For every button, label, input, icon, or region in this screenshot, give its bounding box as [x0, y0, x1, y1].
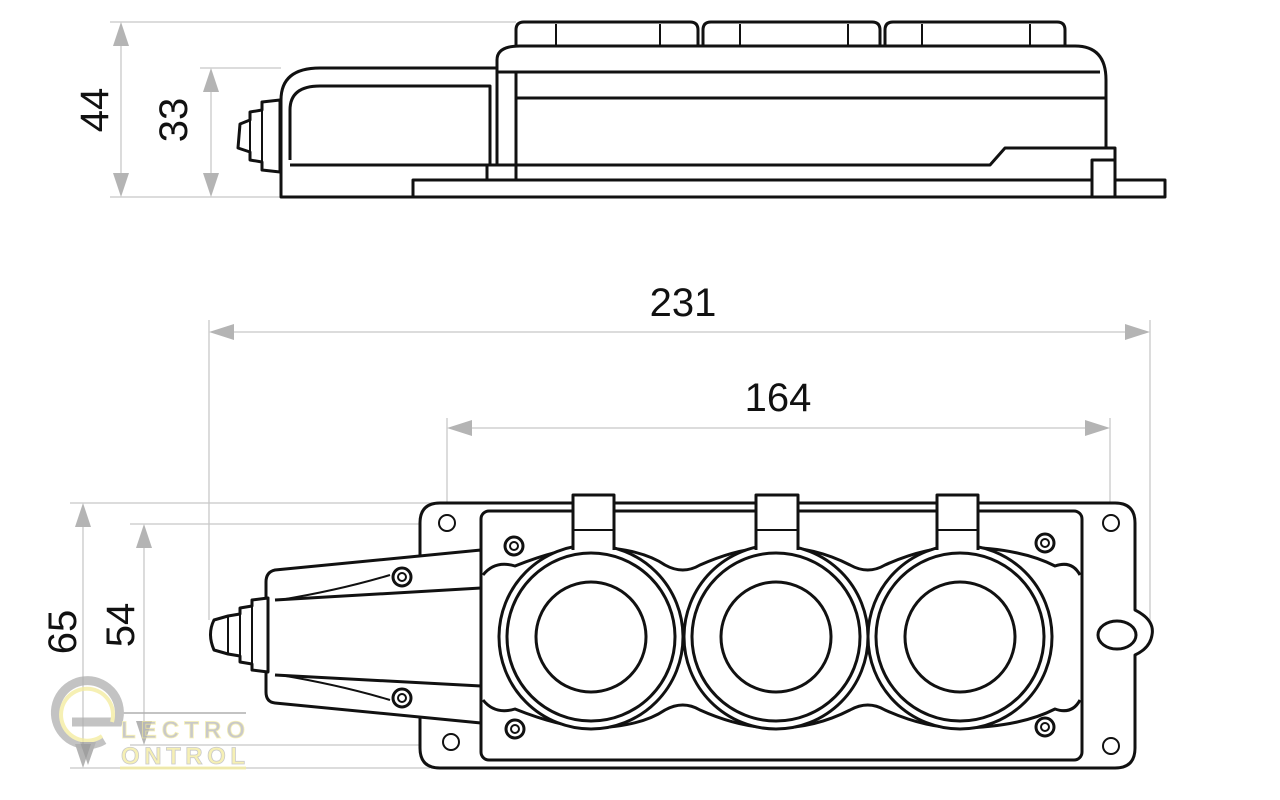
dimension-164: 164 — [745, 376, 812, 420]
dimension-44: 44 — [73, 88, 117, 133]
dimension-54: 54 — [99, 603, 143, 648]
dimension-231: 231 — [650, 281, 717, 325]
cable-housing — [264, 548, 483, 725]
side-view — [236, 20, 1167, 199]
logo-line2: ONTROL — [121, 743, 245, 770]
screws — [391, 532, 1056, 740]
side-dimensions: 44 33 — [73, 21, 516, 198]
dimension-65: 65 — [41, 610, 85, 655]
cable-gland-side — [236, 98, 282, 174]
button-caps-side — [514, 20, 1067, 46]
cable-gland-top — [209, 596, 270, 674]
buttons — [497, 493, 1054, 731]
top-view — [209, 493, 1154, 770]
dimension-33: 33 — [152, 98, 196, 143]
